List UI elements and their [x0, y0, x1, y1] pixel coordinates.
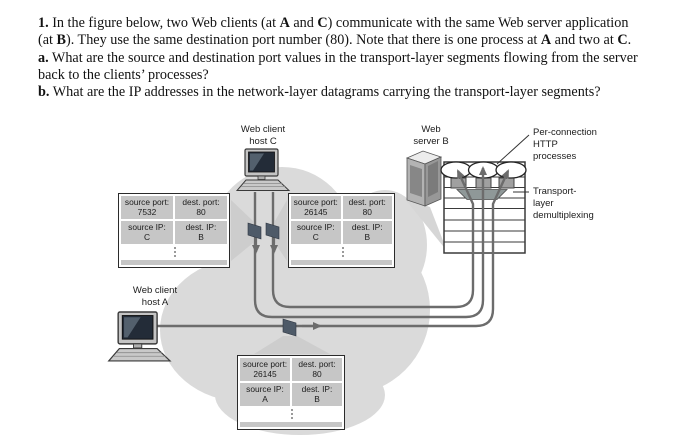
dest-port-cell: dest. port: 80 — [175, 196, 227, 219]
question-line: 1. In the figure below, two Web clients … — [38, 15, 629, 31]
flow-arrows — [252, 238, 322, 330]
question-line: a. What are the source and destination p… — [38, 49, 638, 66]
source-port-cell: source port: 7532 — [121, 196, 173, 219]
dest-ip-cell: dest. IP: B — [342, 221, 392, 244]
pointer-per-connection — [496, 134, 530, 165]
packet-icon — [282, 318, 297, 337]
source-port-cell: source port: 26145 — [240, 358, 290, 381]
table-footer-strip — [121, 260, 227, 265]
process-ellipse — [495, 161, 527, 179]
connection-c-socket2 — [271, 169, 475, 309]
question-line: b. What are the IP addresses in the netw… — [38, 84, 601, 101]
label-transport-layer-demultiplexing: Transport- layer demultiplexing — [533, 186, 594, 221]
question-line: (at B). They use the same destination po… — [38, 32, 632, 49]
source-ip-cell: source IP: C — [121, 221, 173, 244]
segment-table-c2: source port: 26145 dest. port: 80 source… — [288, 193, 395, 268]
ellipsis-dots — [240, 408, 342, 420]
wedge-server-to-stack — [405, 199, 447, 251]
process-ellipse — [440, 161, 472, 179]
question-text: 1. In the figure below, two Web clients … — [38, 15, 668, 101]
label-web-server-b: Web server B — [413, 124, 449, 147]
packet-icon — [247, 222, 262, 240]
source-port-cell: source port: 26145 — [291, 196, 341, 219]
server-tower-icon — [405, 150, 443, 207]
connection-c-socket1 — [253, 166, 487, 319]
packet-icons — [247, 222, 297, 337]
connection-lines — [157, 166, 510, 328]
label-web-client-host-a: Web client host A — [132, 285, 178, 308]
wedge-to-table-a — [254, 336, 330, 354]
label-pointers — [496, 134, 530, 193]
segment-table-a: source port: 26145 dest. port: 80 source… — [237, 355, 345, 430]
wedge-to-table-c1 — [231, 200, 253, 261]
packet-icon — [265, 222, 280, 240]
source-ip-cell: source IP: C — [291, 221, 341, 244]
table-footer-strip — [291, 260, 392, 265]
dest-ip-cell: dest. IP: B — [292, 383, 342, 406]
connection-a-socket — [157, 169, 510, 328]
ellipsis-dots — [121, 246, 227, 258]
wedge-to-table-c2 — [275, 200, 287, 261]
zoom-wedges — [231, 199, 447, 354]
dest-port-cell: dest. port: 80 — [292, 358, 342, 381]
question-line: back to the clients’ processes? — [38, 66, 209, 83]
segment-table-c1: source port: 7532 dest. port: 80 source … — [118, 193, 230, 268]
ellipsis-dots — [291, 246, 392, 258]
dest-port-cell: dest. port: 80 — [342, 196, 392, 219]
label-per-connection-http-processes: Per-connection HTTP processes — [533, 127, 597, 162]
table-footer-strip — [240, 422, 342, 427]
dest-ip-cell: dest. IP: B — [175, 221, 227, 244]
source-ip-cell: source IP: A — [240, 383, 290, 406]
label-web-client-host-c: Web client host C — [240, 124, 286, 147]
